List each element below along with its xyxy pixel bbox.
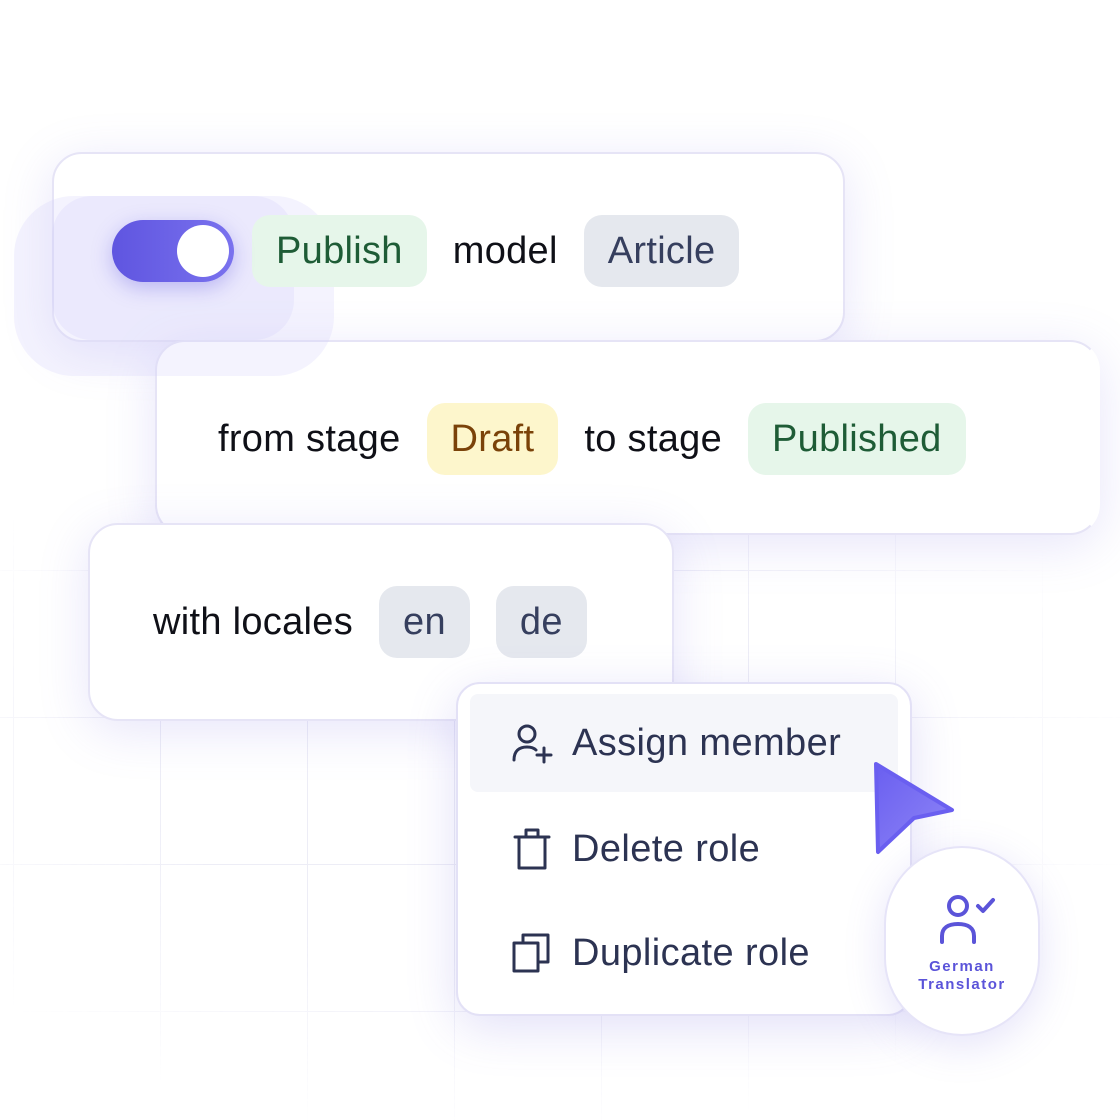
role-badge[interactable]: German Translator <box>884 846 1040 1036</box>
toggle-knob <box>177 225 229 277</box>
to-stage-text: to stage <box>584 417 722 460</box>
trash-icon <box>513 828 551 870</box>
rule-row-publish: Publish model Article <box>112 214 740 288</box>
rule-toggle[interactable] <box>112 220 234 282</box>
user-check-icon <box>940 895 995 944</box>
role-badge-line-2: Translator <box>918 976 1006 993</box>
action-chip[interactable]: Publish <box>252 215 427 287</box>
copy-icon <box>512 933 550 973</box>
from-stage-text: from stage <box>218 417 401 460</box>
locale-chip-de[interactable]: de <box>495 586 587 658</box>
model-text: model <box>452 229 558 272</box>
locale-chip-en[interactable]: en <box>379 586 470 658</box>
role-context-menu: Assign member Delete role Duplicate role <box>456 682 912 1016</box>
model-chip[interactable]: Article <box>583 215 740 287</box>
role-badge-line-1: German <box>929 958 995 975</box>
from-stage-chip[interactable]: Draft <box>426 403 559 475</box>
rule-row-stage: from stage Draft to stage Published <box>218 402 966 476</box>
pointer-cursor-icon <box>874 762 954 854</box>
locales-text: with locales <box>153 600 354 643</box>
role-badge-label: German Translator <box>886 958 1038 994</box>
user-plus-icon <box>512 724 553 764</box>
menu-item-assign-member[interactable]: Assign member <box>470 694 898 792</box>
to-stage-chip[interactable]: Published <box>748 403 966 475</box>
menu-item-delete-role[interactable]: Delete role <box>470 800 898 898</box>
menu-item-label: Assign member <box>572 721 842 764</box>
menu-item-label: Duplicate role <box>572 931 810 974</box>
menu-item-label: Delete role <box>572 827 761 870</box>
rule-row-locales: with locales en de <box>153 586 587 658</box>
menu-item-duplicate-role[interactable]: Duplicate role <box>470 904 898 1002</box>
